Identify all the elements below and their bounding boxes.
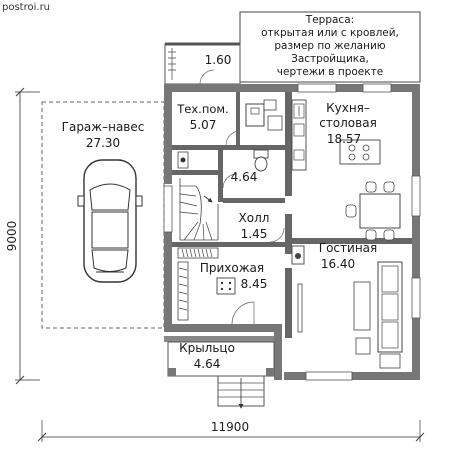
kitchen-counter (291, 99, 307, 171)
source-label: postroi.ru (2, 2, 50, 13)
garage-name: Гараж–навес (62, 120, 145, 134)
tech-room-fixtures (225, 99, 283, 146)
kitchen-island (339, 139, 381, 165)
stairs (179, 178, 219, 241)
upper-stair (164, 42, 241, 85)
porch-column (168, 368, 176, 376)
garage-area: 27.30 (86, 136, 120, 150)
bathroom-area: 4.64 (231, 170, 258, 184)
kitchen-area: 18.57 (327, 132, 361, 146)
porch-name: Крыльцо (179, 341, 235, 355)
fireplace (291, 245, 305, 265)
terrace-note-line: размер по желанию (274, 40, 385, 52)
tech-room-area: 5.07 (190, 118, 217, 132)
dimension-width (37, 420, 425, 442)
terrace-note-line: чертежи в проекте (277, 66, 383, 78)
hall-area: 1.45 (241, 227, 268, 241)
entry-name: Прихожая (200, 261, 264, 275)
kitchen-name-line2: столовая (319, 116, 377, 130)
tech-room-name: Тех.пом. (176, 102, 228, 116)
porch-steps (217, 375, 265, 409)
terrace-note-line: открытая или с кровлей, (261, 27, 399, 39)
ottoman (216, 277, 236, 295)
dimension-width-label: 11900 (211, 420, 249, 434)
windows (163, 83, 421, 381)
dining-set (345, 181, 401, 241)
porch-column (266, 368, 274, 376)
interior-walls (172, 92, 412, 338)
wardrobe (177, 247, 219, 321)
porch-area: 4.64 (194, 357, 221, 371)
kitchen-name-line1: Кухня– (326, 101, 370, 115)
dimension-height (15, 87, 40, 385)
sofa (353, 261, 403, 369)
living-name: Гостиная (319, 241, 377, 255)
terrace-box (239, 11, 421, 83)
porch-outline (167, 341, 275, 377)
tv-stand (297, 283, 303, 333)
car-icon (77, 159, 143, 283)
dimension-height-label: 9000 (5, 221, 19, 252)
entry-area: 8.45 (241, 277, 268, 291)
bathroom-fixtures (177, 149, 269, 189)
living-area: 16.40 (321, 257, 355, 271)
terrace-note-line: Застройщика, (291, 53, 369, 65)
upper-stair-area: 1.60 (205, 53, 232, 67)
terrace-title: Терраса: (305, 14, 354, 26)
hall-name: Холл (239, 211, 270, 225)
